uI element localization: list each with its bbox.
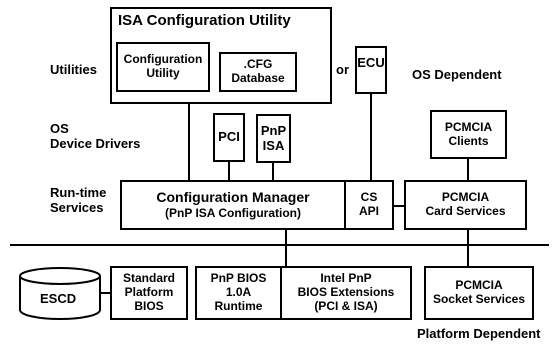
connector-csapi-to-cardservices — [393, 205, 405, 207]
connector-ecu-to-csapi — [370, 93, 372, 181]
escd-label: ESCD — [40, 291, 77, 306]
escd-cylinder — [19, 267, 101, 320]
ecu-box: ECU — [355, 46, 387, 94]
standard-platform-bios-label: Standard Platform BIOS — [122, 271, 175, 313]
connector-clients-to-cardservices — [467, 158, 469, 181]
pnp-isa-box: PnP ISA — [256, 114, 291, 163]
configuration-utility-label: Configuration Utility — [123, 52, 203, 80]
connector-pci-to-manager — [228, 161, 230, 181]
platform-divider-line — [10, 244, 549, 246]
ecu-label: ECU — [357, 55, 385, 70]
pcmcia-socket-services-label: PCMCIA Socket Services — [432, 278, 526, 306]
pcmcia-clients-box: PCMCIA Clients — [430, 110, 507, 159]
isa-configuration-utility-title: ISA Configuration Utility — [118, 12, 291, 29]
pnp-isa-label: PnP ISA — [260, 122, 287, 153]
pcmcia-card-services-label: PCMCIA Card Services — [425, 190, 506, 218]
connector-pnpisa-to-manager — [272, 162, 274, 181]
label-utilities: Utilities — [50, 62, 97, 77]
label-os-dependent: OS Dependent — [412, 67, 502, 82]
connector-cardservices-to-socket — [467, 229, 469, 266]
cs-api-label: CS API — [358, 190, 379, 218]
connector-utility-to-manager — [188, 103, 190, 181]
intel-pnp-bios-extensions-label: Intel PnP BIOS Extensions (PCI & ISA) — [297, 271, 395, 313]
or-label: or — [336, 62, 349, 77]
pnp-bios-runtime-box: PnP BIOS 1.0A Runtime — [195, 266, 282, 320]
intel-pnp-bios-extensions-box: Intel PnP BIOS Extensions (PCI & ISA) — [280, 266, 412, 320]
standard-platform-bios-box: Standard Platform BIOS — [110, 266, 188, 320]
pcmcia-clients-label: PCMCIA Clients — [444, 119, 493, 148]
pci-box: PCI — [213, 113, 245, 162]
cs-api-box: CS API — [344, 180, 394, 230]
pcmcia-card-services-box: PCMCIA Card Services — [404, 180, 527, 230]
cfg-database-box: .CFG Database — [219, 52, 297, 92]
label-os-device-drivers: OS Device Drivers — [50, 121, 141, 151]
pci-label: PCI — [218, 129, 240, 145]
pcmcia-socket-services-box: PCMCIA Socket Services — [424, 266, 534, 320]
label-platform-dependent: Platform Dependent — [417, 326, 541, 341]
configuration-utility-box: Configuration Utility — [116, 42, 210, 92]
configuration-manager-subtitle: (PnP ISA Configuration) — [165, 206, 301, 221]
connector-escd-to-bios — [100, 292, 112, 294]
pnp-bios-runtime-label: PnP BIOS 1.0A Runtime — [210, 271, 267, 313]
cfg-database-label: .CFG Database — [231, 57, 285, 85]
connector-manager-to-bios — [285, 229, 287, 266]
configuration-manager-title: Configuration Manager — [156, 189, 310, 206]
configuration-manager-box: Configuration Manager (PnP ISA Configura… — [120, 180, 346, 230]
label-runtime-services: Run-time Services — [50, 185, 107, 215]
